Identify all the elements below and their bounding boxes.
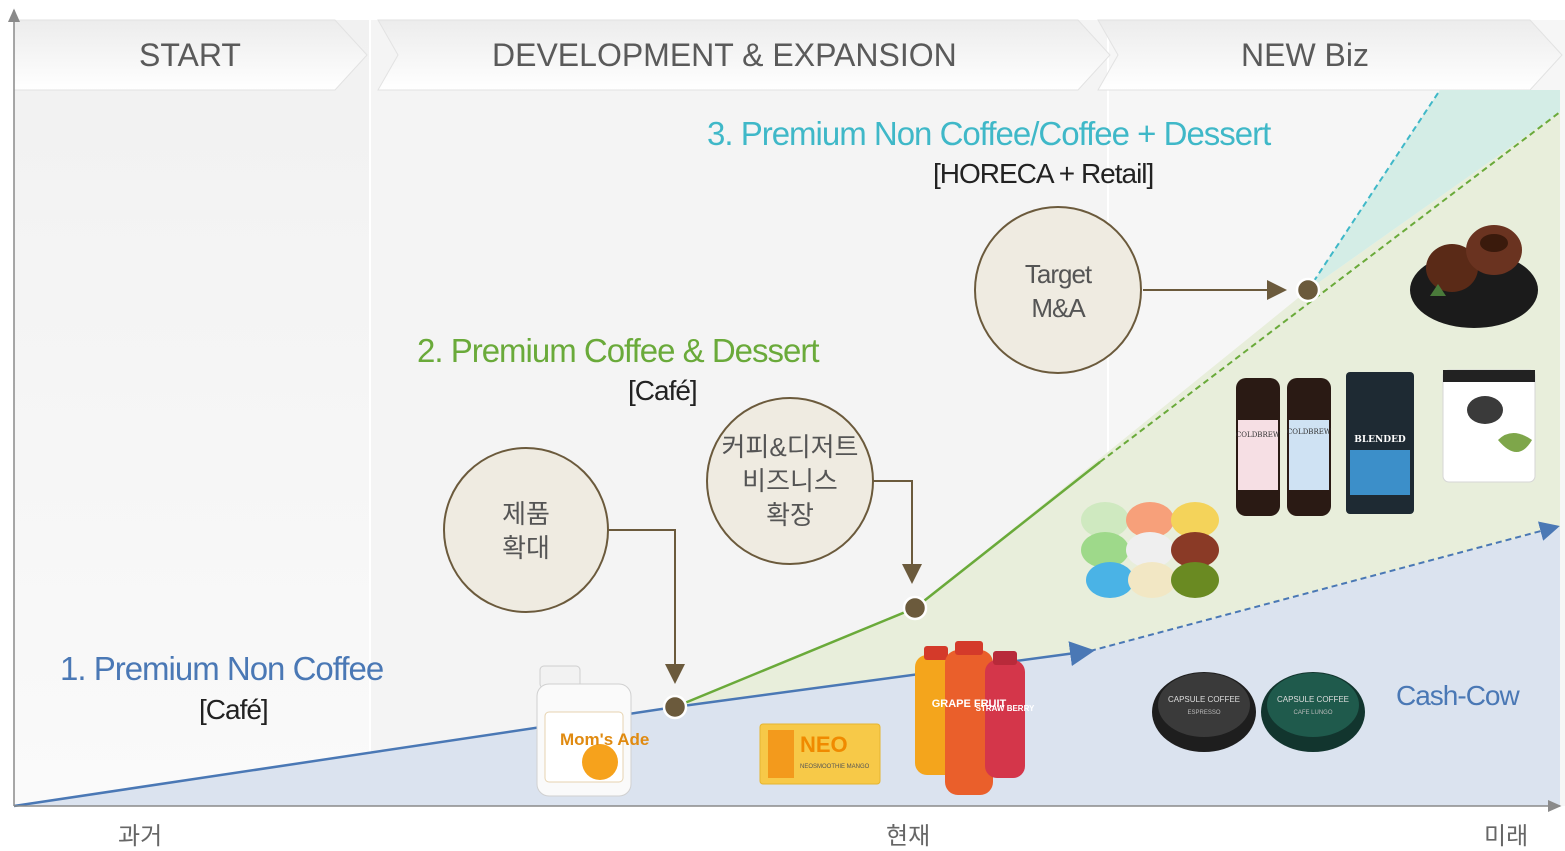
axis-future-label: 미래	[1484, 822, 1529, 850]
moms-ade-jug-image: Mom's Ade	[536, 665, 649, 797]
neo-pack-text: NEOSMOOTHIE MANGO	[800, 764, 870, 770]
coffee-dessert-business-text: 커피&디저트 비즈니스 확장	[700, 430, 880, 532]
axis-past-label: 과거	[118, 822, 163, 850]
milestone-dot-3	[1295, 277, 1321, 303]
business-line-3: 확장	[766, 500, 814, 530]
moms-ade-logo: Mom's Ade	[560, 730, 649, 749]
coldbrew-label-1: COLDBREW	[1236, 431, 1281, 439]
blended-label: BLENDED	[1354, 435, 1406, 445]
cash-cow-label: Cash-Cow	[1396, 680, 1520, 711]
coffee-dessert-projection-line	[1099, 111, 1561, 463]
stage2-title: 2. Premium Coffee & Dessert	[417, 332, 820, 369]
stage2-subtitle: [Café]	[628, 375, 698, 406]
business-expansion-arrow	[873, 480, 922, 584]
business-line-1: 커피&디저트	[721, 432, 859, 462]
milestone-dot-2	[902, 595, 928, 621]
phase-newbiz-label: NEW Biz	[1241, 37, 1369, 73]
dessert-cups-image	[1081, 502, 1219, 598]
product-expansion-text: 제품 확대	[446, 497, 606, 565]
stage1-title: 1. Premium Non Coffee	[60, 650, 384, 687]
coldbrew-label-2: COLDBREW	[1287, 428, 1332, 436]
axis-present-label: 현재	[886, 822, 931, 850]
grapefruit-label: GRAPE FRUIT	[932, 698, 1007, 710]
capsule-espresso-line: CAPSULE COFFEE	[1168, 695, 1240, 704]
strawberry-label: STRAW BERRY	[976, 704, 1035, 713]
product-expansion-arrow	[607, 529, 685, 684]
target-ma-text: Target M&A	[978, 257, 1138, 325]
development-chevron	[377, 19, 1111, 91]
juice-bottles-image: GRAPE FRUIT STRAW BERRY	[915, 641, 1035, 795]
non-coffee-projection-line	[1089, 521, 1560, 652]
capsule-coffee-image: CAPSULE COFFEE ESPRESSO CAPSULE COFFEE C…	[1152, 672, 1365, 752]
stage1-subtitle: [Café]	[199, 694, 269, 725]
target-ma-line-2: M&A	[1031, 293, 1085, 323]
coffee-dessert-business-circle	[706, 397, 874, 565]
coldbrew-products-image: COLDBREW COLDBREW BLENDED	[1236, 372, 1414, 516]
lava-cake-image	[1410, 225, 1538, 328]
coffee-dessert-area	[675, 112, 1560, 707]
start-column-bg	[14, 20, 369, 806]
milestone-dot-1	[662, 694, 688, 720]
stage3-title: 3. Premium Non Coffee/Coffee + Dessert	[707, 115, 1271, 152]
capsule-espresso-variant: ESPRESSO	[1187, 710, 1220, 716]
product-expansion-circle	[443, 447, 609, 613]
new-biz-area	[1308, 90, 1560, 290]
phase-start-label: START	[139, 37, 241, 73]
business-line-2: 비즈니스	[742, 466, 838, 496]
product-expansion-line-2: 확대	[502, 533, 550, 563]
neo-smoothie-pack-image: NEO NEOSMOOTHIE MANGO	[759, 723, 881, 785]
capsule-lungo-line: CAPSULE COFFEE	[1277, 695, 1349, 704]
target-ma-circle	[974, 206, 1142, 374]
product-expansion-line-1: 제품	[502, 499, 550, 529]
ice-cream-tub-image	[1442, 369, 1536, 483]
capsule-lungo-variant: CAFE LUNGO	[1293, 710, 1332, 716]
stage3-subtitle: [HORECA + Retail]	[933, 158, 1154, 189]
neo-logo: NEO	[800, 732, 848, 757]
phase-development-label: DEVELOPMENT & EXPANSION	[492, 37, 957, 73]
target-ma-line-1: Target	[1024, 259, 1092, 289]
